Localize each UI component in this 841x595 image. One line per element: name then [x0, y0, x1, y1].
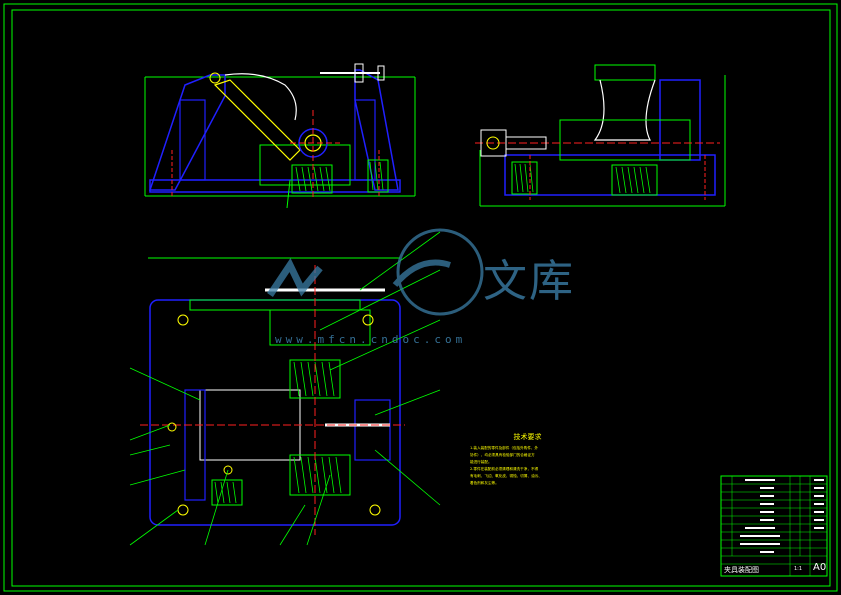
top-carriage [269, 309, 371, 346]
side-top-plate [594, 64, 656, 81]
front-view [144, 63, 416, 209]
tech-line: 着色剂和灰尘等。 [470, 481, 499, 485]
front-gear-right [367, 159, 389, 193]
title-block-cells [740, 479, 824, 553]
title-block [720, 475, 828, 577]
top-bolt-2 [362, 314, 374, 326]
tech-requirements: 技术要求 1.装入装配的零件及部件（包括外购件、外 协件），均必须具有检验部门的… [470, 432, 585, 487]
top-bolt-1 [177, 314, 189, 326]
watermark [267, 228, 484, 316]
side-clamp-body [559, 119, 691, 161]
front-leader [286, 179, 291, 209]
sheet-size: A0 [813, 562, 827, 573]
top-pin [167, 422, 177, 432]
side-view [475, 64, 726, 207]
top-left-block [184, 389, 206, 501]
tech-line: 2.零件在装配前必须清理和清洗干净，不得 [470, 467, 539, 471]
tech-line: 1.装入装配的零件及部件（包括外购件、外 [470, 446, 539, 450]
tech-line: 协件），均必须具有检验部门的合格证方 [470, 453, 535, 457]
top-gear-left [211, 479, 243, 506]
inner-border [11, 9, 831, 587]
front-column-left [179, 99, 206, 181]
side-body [504, 154, 716, 196]
sheet-scale: 1:1 [794, 566, 803, 572]
side-gear-left [511, 161, 538, 195]
tech-line: 能进行装配。 [470, 460, 492, 464]
front-column-right [354, 99, 376, 181]
front-screw-knob [377, 65, 385, 81]
side-gear [611, 164, 658, 196]
watermark-url: www.mfcn.cndoc.com [275, 333, 467, 346]
front-screw-nut [354, 63, 364, 83]
watermark-ring [396, 228, 484, 316]
top-view [129, 231, 441, 546]
side-screw-hole [486, 136, 500, 150]
drawing-name: 夹具装配图 [724, 566, 759, 574]
top-pin-2 [223, 465, 233, 475]
side-screw-rod [505, 136, 547, 150]
tech-line: 有毛刺、飞边、氧化皮、锈蚀、切屑、油污、 [470, 474, 542, 478]
top-right-block [354, 399, 391, 461]
title-block-frame [720, 475, 828, 577]
outer-border [3, 3, 838, 592]
front-gear-left [291, 164, 333, 194]
top-bolt-4 [369, 504, 381, 516]
top-gear-lower [289, 454, 351, 496]
tech-requirements-title: 技术要求 [513, 433, 542, 441]
front-lever [213, 79, 301, 161]
side-jaw [593, 79, 656, 141]
front-clamp-arc [224, 73, 297, 121]
watermark-brand: 文库 [483, 256, 575, 307]
title-block-grid [721, 476, 827, 576]
watermark-mark [267, 257, 323, 297]
watermark-swoosh [392, 259, 451, 287]
front-pivot [209, 72, 221, 84]
front-base-plate [149, 179, 401, 193]
